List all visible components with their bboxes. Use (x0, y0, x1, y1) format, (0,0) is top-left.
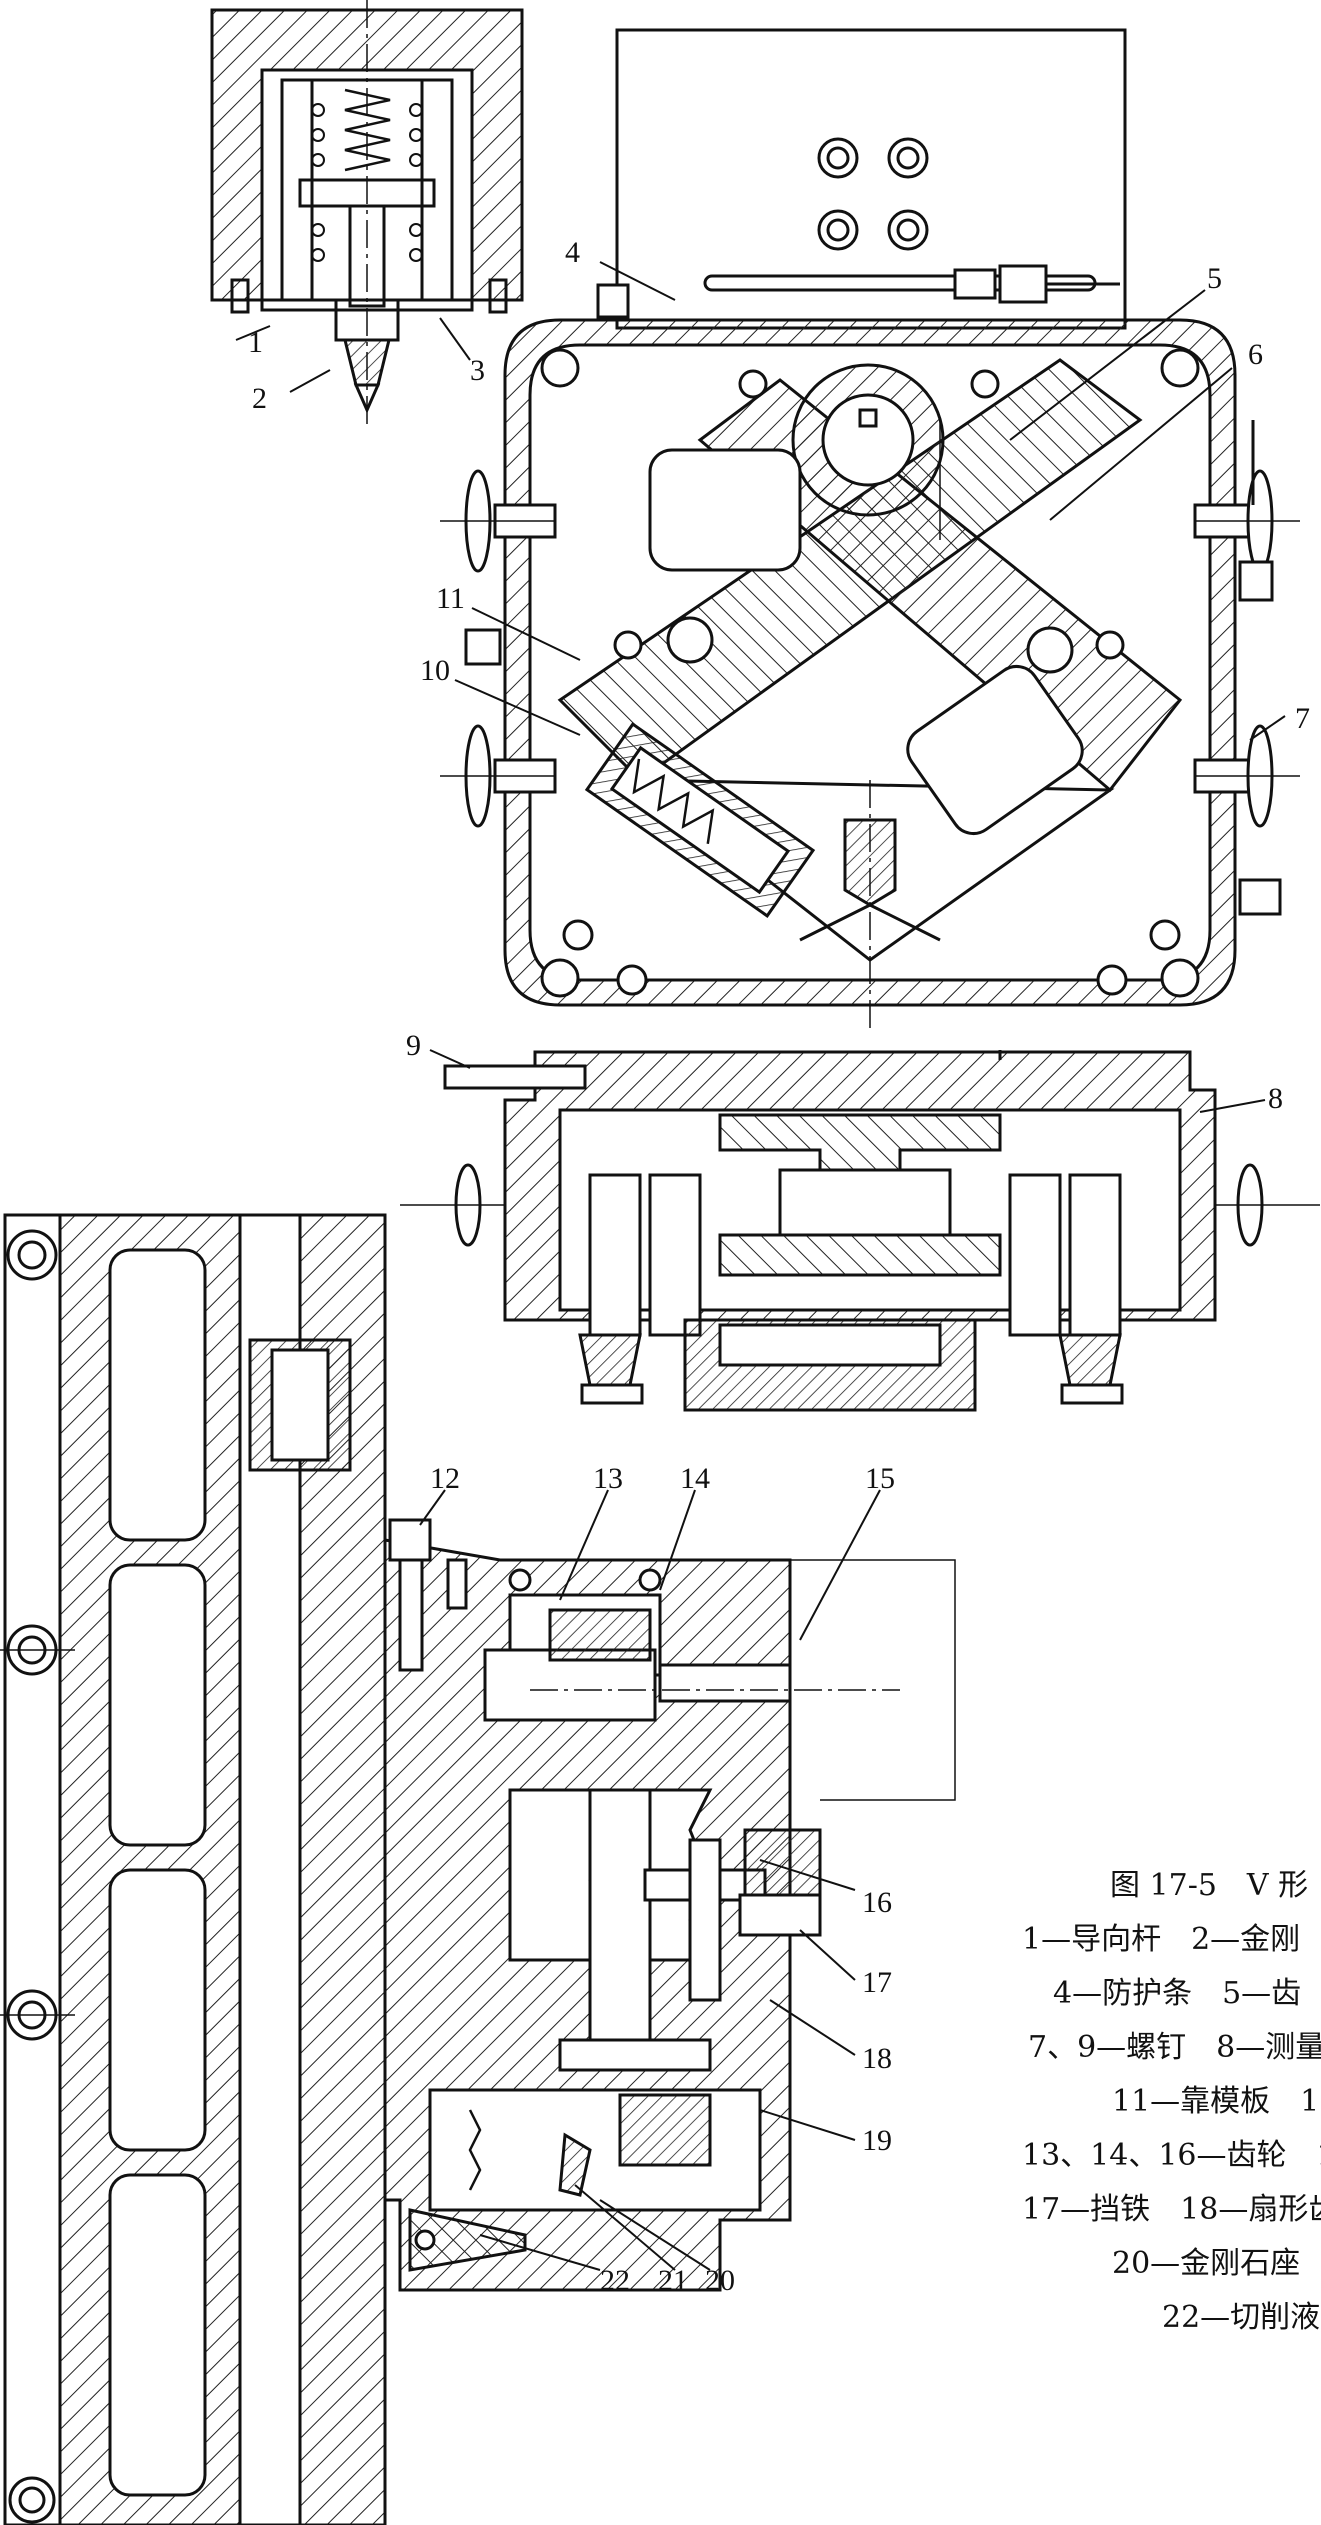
part-number-19: 19 (862, 2124, 892, 2157)
legend-line-1: 1—导向杆 2—金刚 (1022, 1922, 1301, 1957)
part-number-7: 7 (1295, 702, 1310, 735)
part-number-13: 13 (593, 1462, 623, 1495)
part-number-4: 4 (565, 236, 580, 269)
measuring-section (400, 1049, 1320, 1412)
part-number-21: 21 (658, 2264, 688, 2297)
part-number-3: 3 (470, 354, 485, 387)
part-number-22: 22 (600, 2264, 630, 2297)
legend-line-6: 17—挡铁 18—扇形齿 (1022, 2192, 1321, 2227)
part-number-5: 5 (1207, 262, 1222, 295)
part-number-17: 17 (862, 1966, 892, 1999)
legend-line-4: 11—靠模板 1 (1112, 2084, 1320, 2119)
v-frame-housing (440, 28, 1300, 1030)
part-number-9: 9 (406, 1029, 421, 1062)
legend-line-8: 22—切削液 (1162, 2300, 1321, 2335)
part-number-14: 14 (680, 1462, 710, 1495)
legend-line-3: 7、9—螺钉 8—测量 (1028, 2030, 1321, 2065)
drive-section (383, 1489, 956, 2292)
part-number-1: 1 (248, 326, 263, 359)
figure-title: 图 17-5 V 形 (1110, 1868, 1309, 1903)
part-number-2: 2 (252, 382, 267, 415)
guide-rod-detail (210, 0, 524, 430)
legend-line-5: 13、14、16—齿轮 1 (1022, 2138, 1321, 2173)
part-number-labels: 1 2 3 4 5 6 7 8 9 10 11 12 13 14 15 16 1… (248, 236, 1310, 2297)
part-number-12: 12 (430, 1462, 460, 1495)
part-number-16: 16 (862, 1886, 892, 1919)
part-number-18: 18 (862, 2042, 892, 2075)
part-number-6: 6 (1248, 338, 1263, 371)
part-number-15: 15 (865, 1462, 895, 1495)
part-number-11: 11 (436, 582, 465, 615)
part-number-8: 8 (1268, 1082, 1283, 1115)
legend-line-2: 4—防护条 5—齿 (1053, 1976, 1302, 2011)
part-number-10: 10 (420, 654, 450, 687)
machine-column (0, 1213, 387, 2525)
legend-line-7: 20—金刚石座 (1112, 2246, 1301, 2281)
part-number-20: 20 (705, 2264, 735, 2297)
